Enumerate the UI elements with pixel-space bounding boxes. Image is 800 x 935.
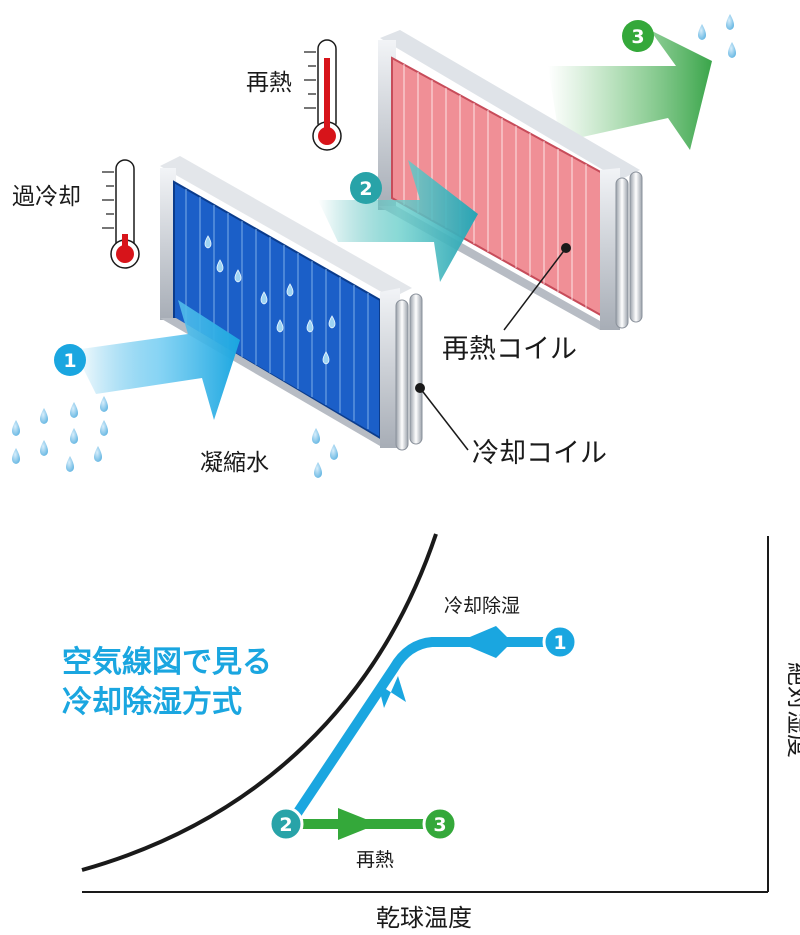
- subcool-label: 過冷却: [12, 184, 81, 210]
- reheat-coil-leader: [503, 247, 567, 331]
- cooling-path-arrowhead-2: [378, 676, 406, 708]
- outgoing-drops: [698, 14, 736, 58]
- cooling-coil-label: 冷却コイル: [472, 438, 607, 469]
- cooling-coil-pipe: [395, 299, 409, 451]
- reheat-path-arrowhead: [338, 808, 378, 840]
- cooling-coil-unit: [160, 156, 423, 451]
- saturation-curve: [81, 533, 438, 872]
- airflow-arrow-2: [318, 160, 478, 282]
- cooling-coil-leader: [419, 387, 469, 451]
- svg-text:1: 1: [553, 632, 566, 654]
- chart-point-3: 3: [422, 806, 458, 842]
- airflow-arrow-3: [548, 30, 712, 150]
- condensate-drops: [312, 428, 338, 478]
- psychrometric-chart: 1 2 3 冷却除湿 再熱 空気線図で見る 冷却除湿方式 乾球温度 絶対湿度: [62, 533, 800, 932]
- chart-point-2: 2: [268, 806, 304, 842]
- cold-thermometer-icon: [102, 159, 140, 269]
- chart-title-line2: 冷却除湿方式: [62, 685, 242, 720]
- cooling-path: [285, 637, 561, 829]
- svg-text:3: 3: [433, 814, 446, 836]
- cooling-process-label: 冷却除湿: [444, 595, 520, 617]
- x-axis-label: 乾球温度: [376, 904, 472, 932]
- hot-thermometer-icon: [304, 39, 342, 151]
- svg-text:2: 2: [359, 178, 372, 200]
- y-axis-label: 絶対湿度: [784, 662, 800, 758]
- step-badge-1: 1: [54, 344, 86, 376]
- cooling-path-arrowhead-1: [458, 626, 512, 658]
- airflow-arrow-1: [74, 300, 240, 420]
- svg-text:3: 3: [631, 26, 644, 48]
- step-badge-2: 2: [350, 172, 382, 204]
- chart-point-1: 1: [542, 624, 578, 660]
- reheat-process-label: 再熱: [356, 849, 394, 871]
- incoming-moisture-drops: [12, 396, 108, 472]
- condensate-label: 凝縮水: [200, 450, 269, 476]
- reheat-temp-label: 再熱: [246, 70, 292, 96]
- coil-water-drops: [204, 235, 336, 365]
- chart-title-line1: 空気線図で見る: [62, 645, 272, 680]
- reheat-coil-pipe: [615, 177, 629, 329]
- step-badge-3: 3: [622, 20, 654, 52]
- svg-text:1: 1: [63, 350, 76, 372]
- svg-text:2: 2: [279, 814, 292, 836]
- reheat-coil-label: 再熱コイル: [442, 334, 577, 365]
